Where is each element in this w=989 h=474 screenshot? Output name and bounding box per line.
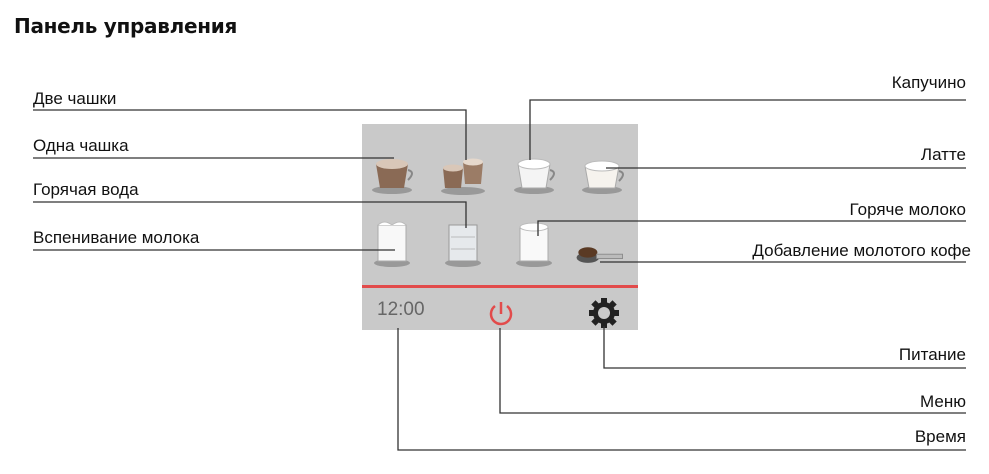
control-panel (362, 124, 638, 330)
milk-froth-icon[interactable] (366, 215, 418, 269)
clock-display: 12:00 (377, 299, 425, 320)
label-milk-froth: Вспенивание молока (33, 228, 200, 247)
cappuccino-icon[interactable] (508, 146, 560, 200)
panel-divider (362, 285, 638, 288)
label-one-cup: Одна чашка (33, 136, 129, 155)
page-title: Панель управления (14, 14, 237, 38)
label-cappuccino: Капучино (891, 73, 966, 92)
gear-icon[interactable] (588, 297, 620, 329)
hot-water-icon[interactable] (437, 215, 489, 269)
label-ground-coffee: Добавление молотого кофе (752, 241, 971, 260)
label-power: Питание (898, 345, 966, 364)
ground-coffee-scoop-icon[interactable] (574, 222, 626, 276)
label-two-cups: Две чашки (33, 89, 117, 108)
label-menu: Меню (920, 392, 966, 411)
label-latte: Латте (920, 145, 966, 164)
one-cup-icon[interactable] (366, 146, 418, 200)
label-time: Время (914, 427, 966, 446)
label-hot-milk: Горяче молоко (849, 200, 966, 219)
power-icon[interactable] (486, 298, 516, 328)
hot-milk-icon[interactable] (508, 215, 560, 269)
two-cups-icon[interactable] (437, 146, 489, 200)
label-hot-water: Горячая вода (33, 180, 139, 199)
